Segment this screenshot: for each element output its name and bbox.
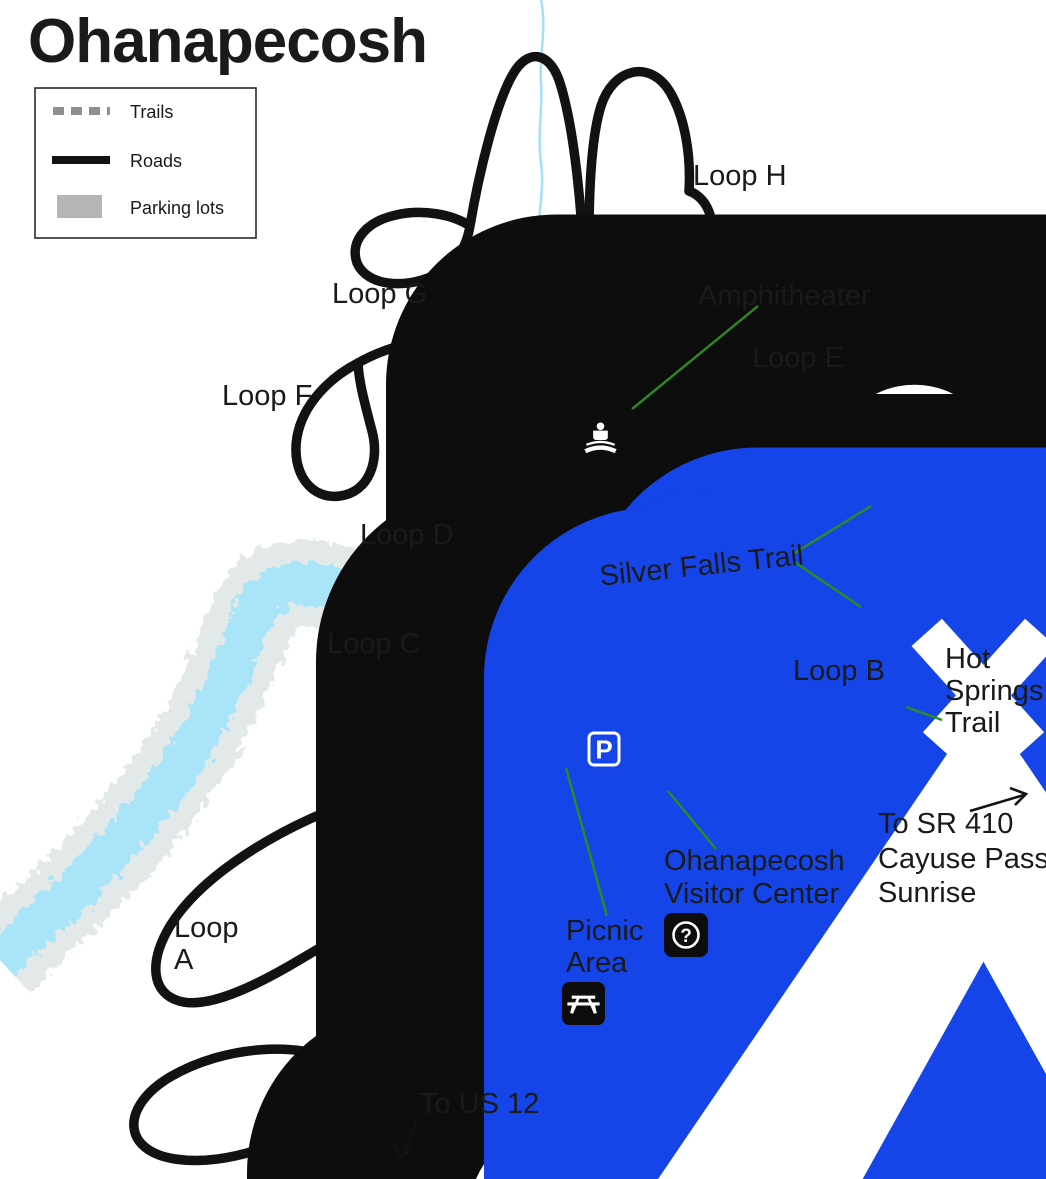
information-icon: ? bbox=[664, 913, 708, 957]
label-loop-f: Loop F bbox=[222, 380, 312, 412]
hot-springs-pointer-line bbox=[905, 705, 943, 722]
picnic-table-icon bbox=[562, 982, 605, 1025]
label-hot-springs-3: Trail bbox=[945, 707, 1000, 739]
label-loop-b: Loop B bbox=[793, 655, 885, 687]
legend-parking-swatch bbox=[57, 195, 102, 218]
label-loop-g: Loop G bbox=[332, 278, 427, 310]
label-amphitheater: Amphitheater bbox=[698, 280, 871, 312]
label-hot-springs-2: Springs bbox=[945, 675, 1043, 707]
picnic-pointer-line bbox=[564, 767, 609, 917]
label-sr410-3: Sunrise bbox=[878, 877, 976, 909]
label-loop-e: Loop E bbox=[752, 342, 844, 374]
silver-falls-pointer-line-upper bbox=[792, 504, 872, 556]
parking-icon: P bbox=[587, 731, 621, 767]
silver-falls-pointer-line-lower bbox=[792, 560, 862, 608]
legend-parking-label: Parking lots bbox=[130, 198, 224, 218]
label-loop-a-2: A bbox=[174, 944, 194, 976]
legend-trails-label: Trails bbox=[130, 102, 173, 122]
label-loop-c: Loop C bbox=[327, 628, 421, 660]
label-loop-h: Loop H bbox=[693, 160, 787, 192]
label-visitor-center-2: Visitor Center bbox=[664, 878, 839, 910]
label-sr410-1: To SR 410 bbox=[878, 808, 1013, 840]
direction-arrows bbox=[390, 786, 1029, 1161]
label-visitor-center-1: Ohanapecosh bbox=[664, 845, 845, 877]
label-picnic-2: Area bbox=[566, 947, 628, 979]
label-hot-springs-1: Hot bbox=[945, 643, 990, 675]
label-loop-a-1: Loop bbox=[174, 912, 239, 944]
page-title: Ohanapecosh bbox=[28, 7, 427, 76]
amphitheater-icon bbox=[579, 417, 622, 460]
label-sr410-2: Cayuse Pass bbox=[878, 843, 1046, 875]
legend-roads-label: Roads bbox=[130, 151, 182, 171]
label-us12: To US 12 bbox=[420, 1088, 539, 1120]
road-loop-f bbox=[291, 358, 380, 502]
parking-glyph: P bbox=[595, 735, 612, 765]
road-loop-g bbox=[350, 52, 593, 337]
pointer-lines-layer bbox=[564, 305, 943, 917]
us12-arrow bbox=[390, 1119, 419, 1161]
label-loop-d: Loop D bbox=[360, 519, 454, 551]
legend: Trails Roads Parking lots bbox=[34, 87, 257, 239]
icons-layer: ? P bbox=[247, 215, 1046, 1179]
information-glyph: ? bbox=[680, 926, 692, 947]
sr410-arrow bbox=[969, 786, 1029, 813]
visitor-center-pointer-line bbox=[667, 790, 717, 850]
amphitheater-pointer-line bbox=[631, 305, 759, 410]
label-picnic-1: Picnic bbox=[566, 915, 643, 947]
